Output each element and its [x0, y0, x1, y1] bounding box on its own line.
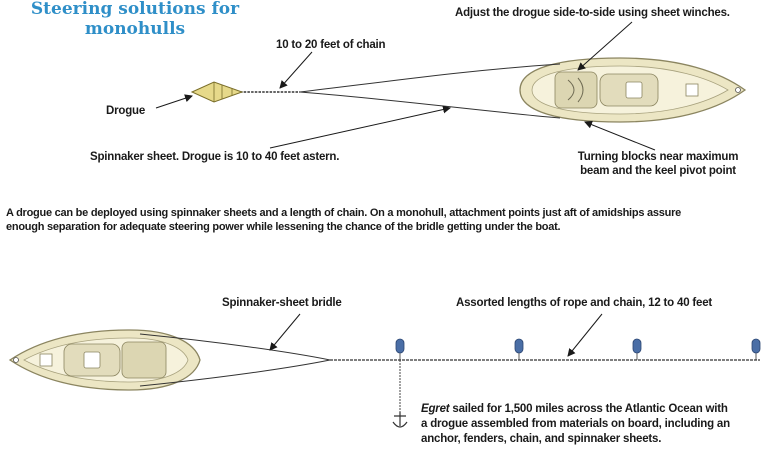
blocks-label-line-1: Turning blocks near maximum: [577, 151, 739, 163]
chain-arrow: [279, 51, 313, 89]
rope-arrow: [567, 313, 603, 357]
caption-line-1: A drogue can be deployed using spinnaker…: [6, 207, 681, 219]
egret-line-1-text: sailed for 1,500 miles across the Atlant…: [449, 403, 728, 415]
rope-label: Assorted lengths of rope and chain, 12 t…: [456, 297, 713, 309]
top-bridle-upper: [299, 63, 561, 93]
caption-line-2: enough separation for adequate steering …: [6, 221, 561, 233]
top-boat: [519, 57, 747, 123]
top-cockpit: [554, 71, 598, 109]
caption: A drogue can be deployed using spinnaker…: [6, 206, 762, 234]
title-line-1: Steering solutions for: [30, 0, 240, 19]
egret-line-2: a drogue assembled from materials on boa…: [421, 418, 730, 430]
top-bow-fitting: [735, 87, 741, 93]
page-title: Steering solutions for monohulls: [0, 0, 270, 39]
anchor-icon: [392, 412, 408, 428]
drogue-label: Drogue: [106, 105, 146, 117]
bottom-cockpit: [121, 341, 167, 379]
bridle-label: Spinnaker-sheet bridle: [222, 297, 342, 309]
fender-icon-1: [395, 338, 405, 360]
chain-label: 10 to 20 feet of chain: [276, 39, 386, 51]
egret-line-1: Egret sailed for 1,500 miles across the …: [421, 402, 730, 417]
winch-arrow: [577, 21, 633, 71]
bottom-foredeck-hatch: [39, 353, 53, 367]
egret-line-3: anchor, fenders, chain, and spinnaker sh…: [421, 433, 662, 445]
title-line-2: monohulls: [84, 19, 186, 39]
bottom-bow-fitting: [13, 357, 19, 363]
sheet-arrow: [269, 105, 451, 149]
sheet-label: Spinnaker sheet. Drogue is 10 to 40 feet…: [90, 151, 340, 163]
egret-note: Egret sailed for 1,500 miles across the …: [421, 402, 730, 447]
top-hatch: [625, 81, 643, 99]
fender-icon-3: [632, 338, 642, 360]
bottom-hatch: [83, 351, 101, 369]
top-foredeck-hatch: [685, 83, 699, 97]
winch-label: Adjust the drogue side-to-side using she…: [455, 7, 730, 19]
boat-name: Egret: [421, 403, 450, 415]
fender-icon-4: [751, 338, 761, 360]
drogue-arrow: [155, 94, 193, 109]
fender-icon-2: [514, 338, 524, 360]
blocks-label: Turning blocks near maximum beam and the…: [560, 150, 756, 178]
bridle-arrow: [269, 313, 301, 351]
bottom-bridle-upper: [139, 333, 331, 361]
bottom-boat: [8, 329, 201, 391]
top-wheel: [567, 77, 584, 103]
bottom-bridle-lower: [139, 359, 331, 387]
blocks-arrow: [584, 120, 656, 151]
blocks-label-line-2: beam and the keel pivot point: [580, 165, 736, 177]
drogue-icon: [190, 81, 244, 103]
top-bridle-lower: [299, 91, 561, 119]
